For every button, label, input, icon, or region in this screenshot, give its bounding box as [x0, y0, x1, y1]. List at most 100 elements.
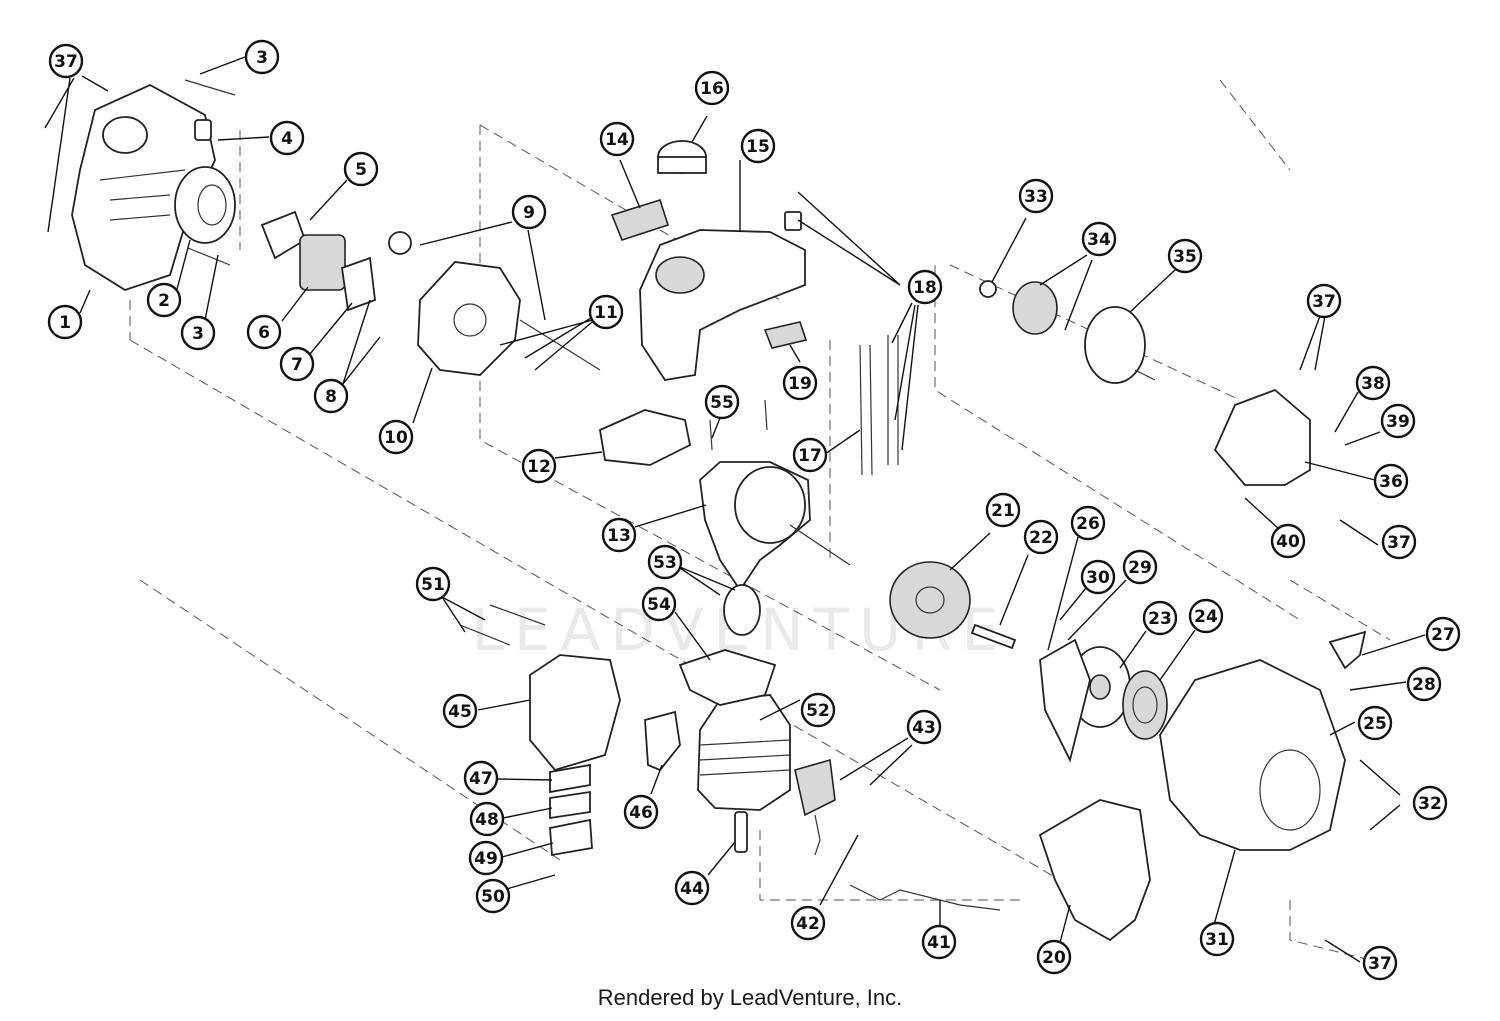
clutch-drum-shape [1084, 306, 1146, 384]
callout-label: 24 [1194, 607, 1218, 627]
callout-21: 21 [985, 492, 1021, 528]
callout-4: 4 [269, 120, 305, 156]
callout-label: 15 [746, 137, 770, 157]
callout-circle [1167, 238, 1203, 274]
callout-circle [521, 448, 557, 484]
callout-circle [1081, 221, 1117, 257]
callout-label: 2 [158, 291, 170, 311]
callout-9: 9 [511, 194, 547, 230]
callout-label: 17 [798, 446, 822, 466]
callout-circle [1080, 559, 1116, 595]
callout-circle [244, 39, 280, 75]
callout-8: 8 [313, 378, 349, 414]
callout-25: 25 [1357, 705, 1393, 741]
callout-label: 53 [653, 553, 677, 573]
callout-circle [1270, 523, 1306, 559]
callout-label: 29 [1128, 558, 1152, 578]
callout-circle [740, 128, 776, 164]
callout-label: 9 [523, 203, 535, 223]
clutch-housing-shape [1213, 388, 1311, 486]
callout-label: 16 [700, 79, 724, 99]
callout-circle [1406, 666, 1442, 702]
callout-circle [790, 905, 826, 941]
callout-label: 38 [1361, 374, 1385, 394]
callout-label: 32 [1418, 794, 1442, 814]
callout-6: 6 [246, 314, 282, 350]
callout-36: 36 [1373, 463, 1409, 499]
callout-label: 22 [1029, 528, 1053, 548]
callout-label: 25 [1363, 714, 1387, 734]
callout-13: 13 [601, 517, 637, 553]
callout-label: 37 [1368, 954, 1392, 974]
callout-35: 35 [1167, 238, 1203, 274]
callout-11: 11 [588, 294, 624, 330]
callout-label: 20 [1042, 948, 1066, 968]
callout-circle [641, 586, 677, 622]
starter-housing-shape [1159, 659, 1346, 851]
callout-label: 21 [991, 501, 1015, 521]
callout-label: 27 [1431, 625, 1455, 645]
callout-label: 36 [1379, 472, 1403, 492]
callout-label: 28 [1412, 675, 1436, 695]
callout-label: 13 [607, 526, 631, 546]
callout-circle [907, 269, 943, 305]
callout-3: 3 [180, 315, 216, 351]
callout-circle [601, 517, 637, 553]
callout-31: 31 [1199, 921, 1235, 957]
callout-label: 49 [474, 849, 498, 869]
callout-circle [475, 878, 511, 914]
callout-circle [442, 693, 478, 729]
callout-label: 14 [605, 130, 629, 150]
callout-circle [1070, 505, 1106, 541]
callout-label: 12 [527, 457, 551, 477]
callout-15: 15 [740, 128, 776, 164]
callout-circle [694, 70, 730, 106]
callout-circle [1036, 939, 1072, 975]
callout-23: 23 [1142, 600, 1178, 636]
callout-55: 55 [704, 384, 740, 420]
callout-label: 33 [1024, 187, 1048, 207]
callout-circle [1142, 600, 1178, 636]
flywheel-shape [889, 561, 971, 639]
callout-circle [647, 544, 683, 580]
callout-circle [1306, 283, 1342, 319]
callout-label: 43 [912, 718, 936, 738]
callout-circle [921, 924, 957, 960]
callout-39: 39 [1380, 403, 1416, 439]
callout-18: 18 [907, 269, 943, 305]
callout-label: 51 [421, 575, 445, 595]
callout-12: 12 [521, 448, 557, 484]
footer-credit: Rendered by LeadVenture, Inc. [597, 985, 903, 1010]
callout-circle [1023, 519, 1059, 555]
callout-46: 46 [623, 794, 659, 830]
callout-30: 30 [1080, 559, 1116, 595]
callout-28: 28 [1406, 666, 1442, 702]
callout-circle [1357, 705, 1393, 741]
callout-circle [704, 384, 740, 420]
callout-34: 34 [1081, 221, 1117, 257]
callout-circle [588, 294, 624, 330]
callout-label: 52 [806, 701, 830, 721]
callout-circle [906, 709, 942, 745]
callout-label: 10 [384, 428, 408, 448]
callout-label: 37 [54, 52, 78, 72]
callout-circle [1381, 524, 1417, 560]
callout-label: 3 [192, 324, 204, 344]
callout-circle [313, 378, 349, 414]
callout-26: 26 [1070, 505, 1106, 541]
callout-16: 16 [694, 70, 730, 106]
callout-label: 1 [59, 313, 71, 333]
callout-circle [48, 43, 84, 79]
callout-32: 32 [1412, 785, 1448, 821]
callout-label: 23 [1148, 609, 1172, 629]
callout-37: 37 [1306, 283, 1342, 319]
callout-label: 7 [291, 355, 303, 375]
callout-circle [1373, 463, 1409, 499]
callout-circle [1425, 616, 1461, 652]
callout-circle [378, 419, 414, 455]
callout-circle [1199, 921, 1235, 957]
callout-5: 5 [343, 151, 379, 187]
callout-51: 51 [415, 566, 451, 602]
callout-label: 34 [1087, 230, 1111, 250]
